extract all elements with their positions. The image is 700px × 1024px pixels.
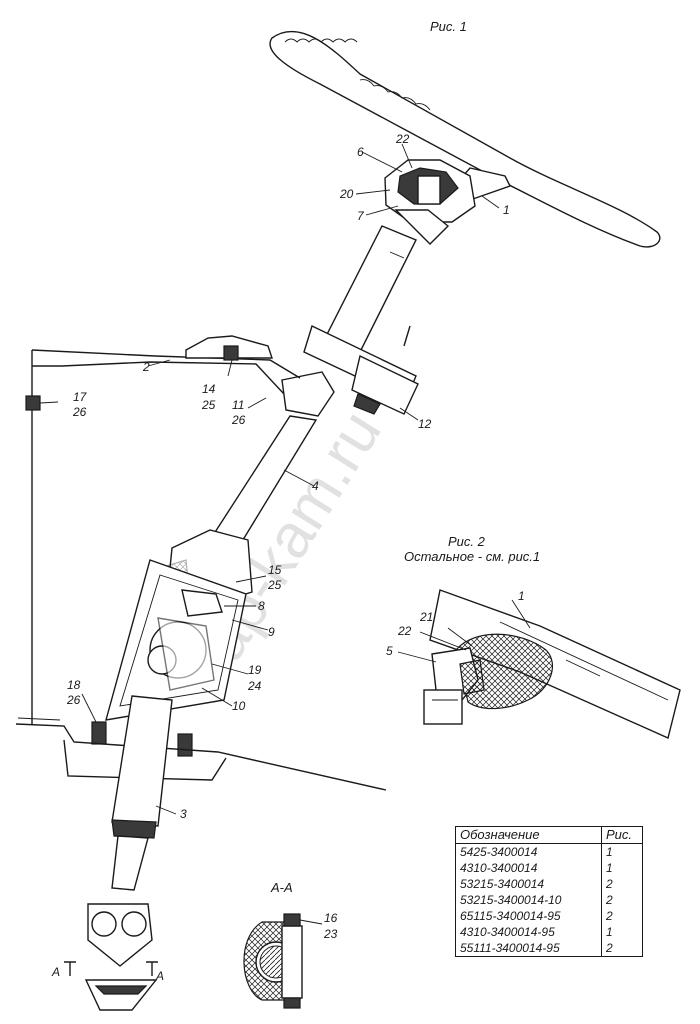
table-header-row: Обозначение Рис. [455, 826, 643, 844]
callout-8: 8 [258, 599, 265, 613]
table-row: 4310-3400014 1 [456, 860, 643, 876]
wheel-hub [384, 159, 476, 245]
header-figure: Рис. [601, 826, 643, 844]
callout-14: 14 [202, 382, 216, 396]
cell-figure: 1 [601, 843, 643, 860]
callout-20: 20 [339, 187, 354, 201]
callout-26-a: 26 [72, 405, 87, 419]
mounting-bracket [25, 335, 301, 725]
callout-12: 12 [418, 417, 432, 431]
callout-4: 4 [312, 479, 319, 493]
callout-7: 7 [357, 209, 365, 223]
table-row: 53215-3400014-10 2 [456, 892, 643, 908]
callout-19: 19 [248, 663, 262, 677]
cell-figure: 2 [601, 940, 643, 957]
callout-1: 1 [503, 203, 510, 217]
section-a-a: А-А 16 23 [243, 880, 338, 1009]
cell-figure: 2 [601, 892, 643, 908]
cell-designation: 53215-3400014-10 [460, 893, 562, 907]
callout-17: 17 [73, 390, 88, 404]
figure-2 [397, 589, 681, 739]
figure-1-caption: Рис. 1 [430, 19, 467, 34]
section-caption: А-А [270, 880, 293, 895]
steering-wheel [269, 30, 661, 248]
section-arrows: А А [51, 961, 164, 983]
leader-lines [39, 143, 500, 815]
table-row: 55111-3400014-95 2 [456, 940, 643, 957]
arrow-a-left: А [51, 965, 60, 979]
table-row: 65115-3400014-95 2 [456, 908, 643, 924]
cell-figure: 1 [601, 924, 643, 940]
fig2-callout-21: 21 [419, 610, 433, 624]
callout-3: 3 [180, 807, 187, 821]
callout-25-b: 25 [267, 578, 282, 592]
cell-figure: 2 [601, 908, 643, 924]
aa-callout-16: 16 [324, 911, 338, 925]
cab-floor [15, 723, 387, 791]
table-row: 5425-3400014 1 [456, 843, 643, 860]
figure-2-caption: Рис. 2 [448, 534, 486, 549]
lower-cardan-shaft [111, 695, 173, 827]
fig2-callout-1: 1 [518, 589, 525, 603]
cell-designation: 4310-3400014 [460, 861, 538, 875]
cell-figure: 1 [601, 860, 643, 876]
figure-2-callouts: 1 21 22 5 [386, 589, 525, 658]
column-bracket [281, 325, 419, 417]
cell-designation: 55111-3400014-95 [460, 941, 560, 955]
callout-18: 18 [67, 678, 81, 692]
callout-26-b: 26 [231, 413, 246, 427]
callout-10: 10 [232, 699, 246, 713]
callout-24: 24 [247, 679, 262, 693]
cell-figure: 2 [601, 876, 643, 892]
bottom-universal-joint [84, 903, 158, 1011]
figure-1-callouts: 22 6 20 7 1 2 17 26 14 25 11 26 12 4 15 … [66, 132, 510, 821]
table-row: 53215-3400014 2 [456, 876, 643, 892]
figure-1 [15, 30, 661, 1011]
cell-designation: 65115-3400014-95 [460, 909, 561, 923]
cell-designation: 53215-3400014 [460, 877, 545, 891]
figure-2-note: Остальное - см. рис.1 [404, 549, 540, 564]
cell-designation: 5425-3400014 [460, 845, 538, 859]
callout-6: 6 [357, 145, 364, 159]
designation-table: Обозначение Рис. 5425-3400014 1 4310-3400… [455, 826, 643, 957]
cell-designation: 4310-3400014-95 [460, 925, 555, 939]
callout-2: 2 [142, 360, 150, 374]
header-designation: Обозначение [455, 826, 602, 844]
arrow-a-right: А [155, 969, 164, 983]
callout-11: 11 [232, 398, 244, 412]
callout-25-a: 25 [201, 398, 216, 412]
callout-15: 15 [268, 563, 282, 577]
callout-26-c: 26 [66, 693, 81, 707]
table-row: 4310-3400014-95 1 [456, 924, 643, 940]
fig2-callout-22: 22 [397, 624, 412, 638]
callout-22: 22 [395, 132, 410, 146]
lower-support [91, 529, 253, 757]
fig2-callout-5: 5 [386, 644, 393, 658]
aa-callout-23: 23 [323, 927, 338, 941]
callout-9: 9 [268, 625, 275, 639]
